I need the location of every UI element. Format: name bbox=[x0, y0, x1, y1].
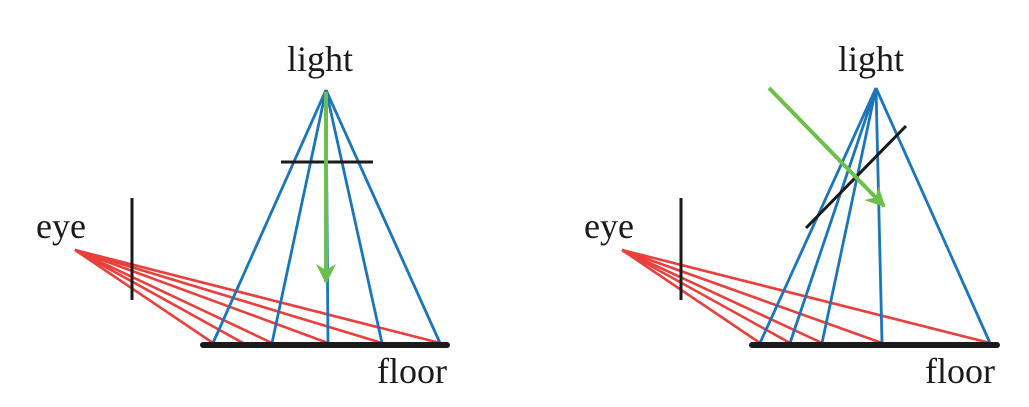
panel-left: light eye floor bbox=[36, 39, 450, 391]
light-ray bbox=[788, 87, 878, 344]
eye-ray bbox=[621, 248, 823, 345]
light-ray bbox=[324, 89, 442, 344]
light-ray bbox=[874, 87, 992, 344]
eye-label: eye bbox=[584, 206, 634, 246]
eye-ray bbox=[74, 248, 214, 345]
light-label: light bbox=[287, 39, 353, 79]
panel-right: light eye floor bbox=[584, 39, 1000, 391]
light-ray bbox=[324, 89, 384, 344]
light-direction-arrow bbox=[767, 86, 886, 208]
eye-rays bbox=[74, 248, 441, 345]
light-ray bbox=[874, 87, 884, 344]
light-ray bbox=[270, 89, 328, 344]
light-ray bbox=[211, 89, 328, 344]
light-ray bbox=[820, 87, 878, 344]
eye-ray bbox=[621, 248, 791, 345]
eye-ray bbox=[74, 248, 329, 345]
eye-ray bbox=[621, 248, 761, 345]
floor-label: floor bbox=[925, 351, 995, 391]
light-rays bbox=[758, 87, 992, 344]
eye-ray bbox=[74, 248, 244, 345]
eye-ray bbox=[621, 248, 883, 345]
eye-ray bbox=[74, 248, 441, 345]
light-label: light bbox=[838, 39, 904, 79]
eye-ray bbox=[74, 248, 273, 345]
eye-ray bbox=[74, 248, 383, 345]
floor-label: floor bbox=[377, 351, 447, 391]
eye-label: eye bbox=[36, 206, 86, 246]
